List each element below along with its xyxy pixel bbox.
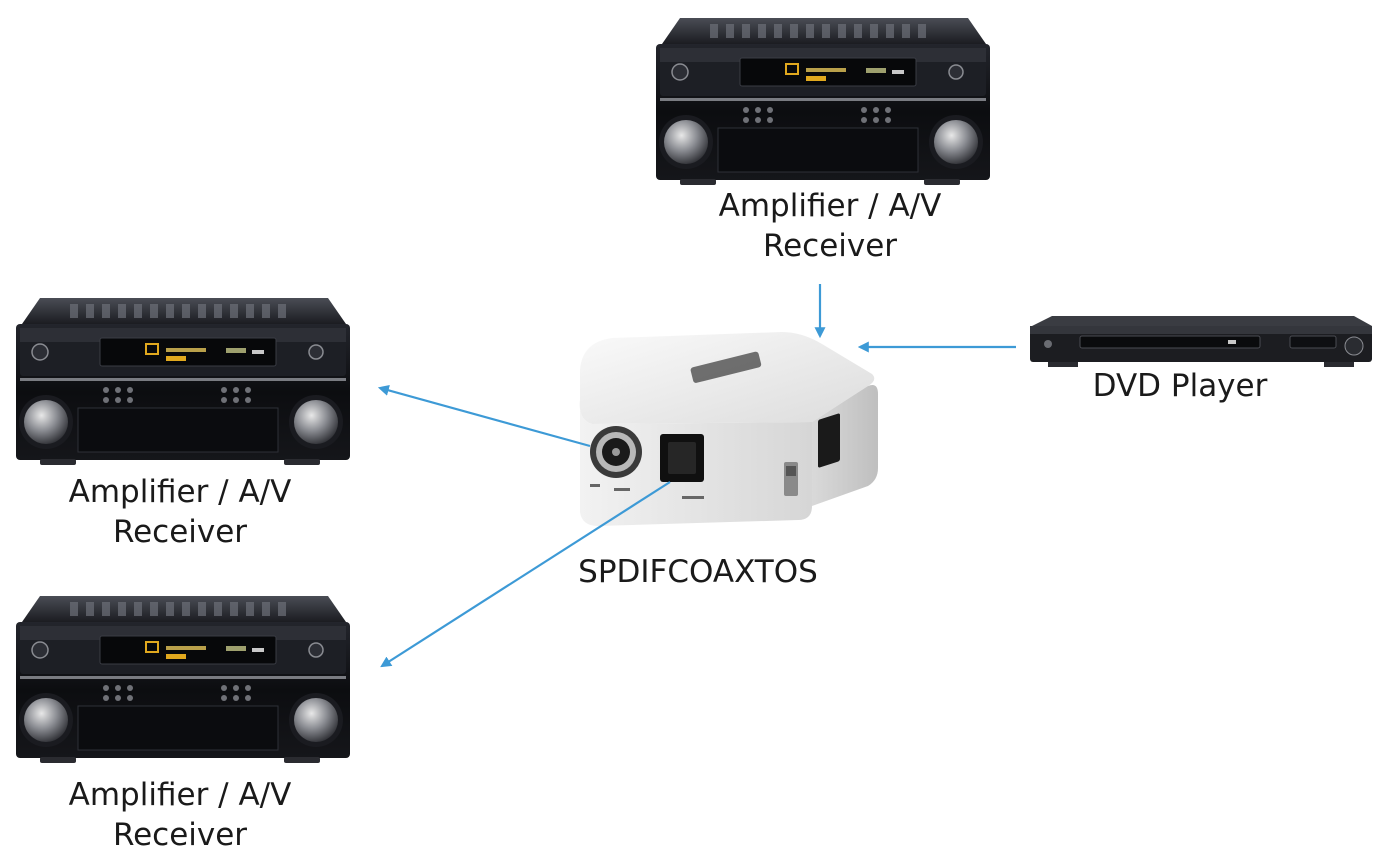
receiver-top-label-line1: Amplifier / A/V	[718, 188, 942, 224]
dvd-player-label: DVD Player	[1060, 366, 1300, 406]
dvd-player-icon	[1030, 316, 1372, 367]
spdif-converter-box-icon	[579, 332, 878, 526]
receiver-bottom-label-line1: Amplifier / A/V	[68, 777, 292, 813]
receiver-left-label-line2: Receiver	[112, 514, 248, 550]
converter-label: SPDIFCOAXTOS	[548, 552, 848, 592]
receiver-left-label: Amplifier / A/V Receiver	[40, 472, 320, 552]
arrow-converter-to-bottom-receiver	[380, 481, 671, 668]
receiver-bottom-label: Amplifier / A/V Receiver	[40, 775, 320, 855]
receiver-bottom-label-line2: Receiver	[112, 817, 248, 853]
arrow-converter-to-left-receiver	[377, 385, 591, 448]
dvd-player-label-text: DVD Player	[1092, 368, 1268, 404]
receiver-left-label-line1: Amplifier / A/V	[68, 474, 292, 510]
receiver-top-label: Amplifier / A/V Receiver	[690, 186, 970, 266]
receiver-top-label-line2: Receiver	[762, 228, 898, 264]
converter-label-text: SPDIFCOAXTOS	[578, 554, 818, 590]
